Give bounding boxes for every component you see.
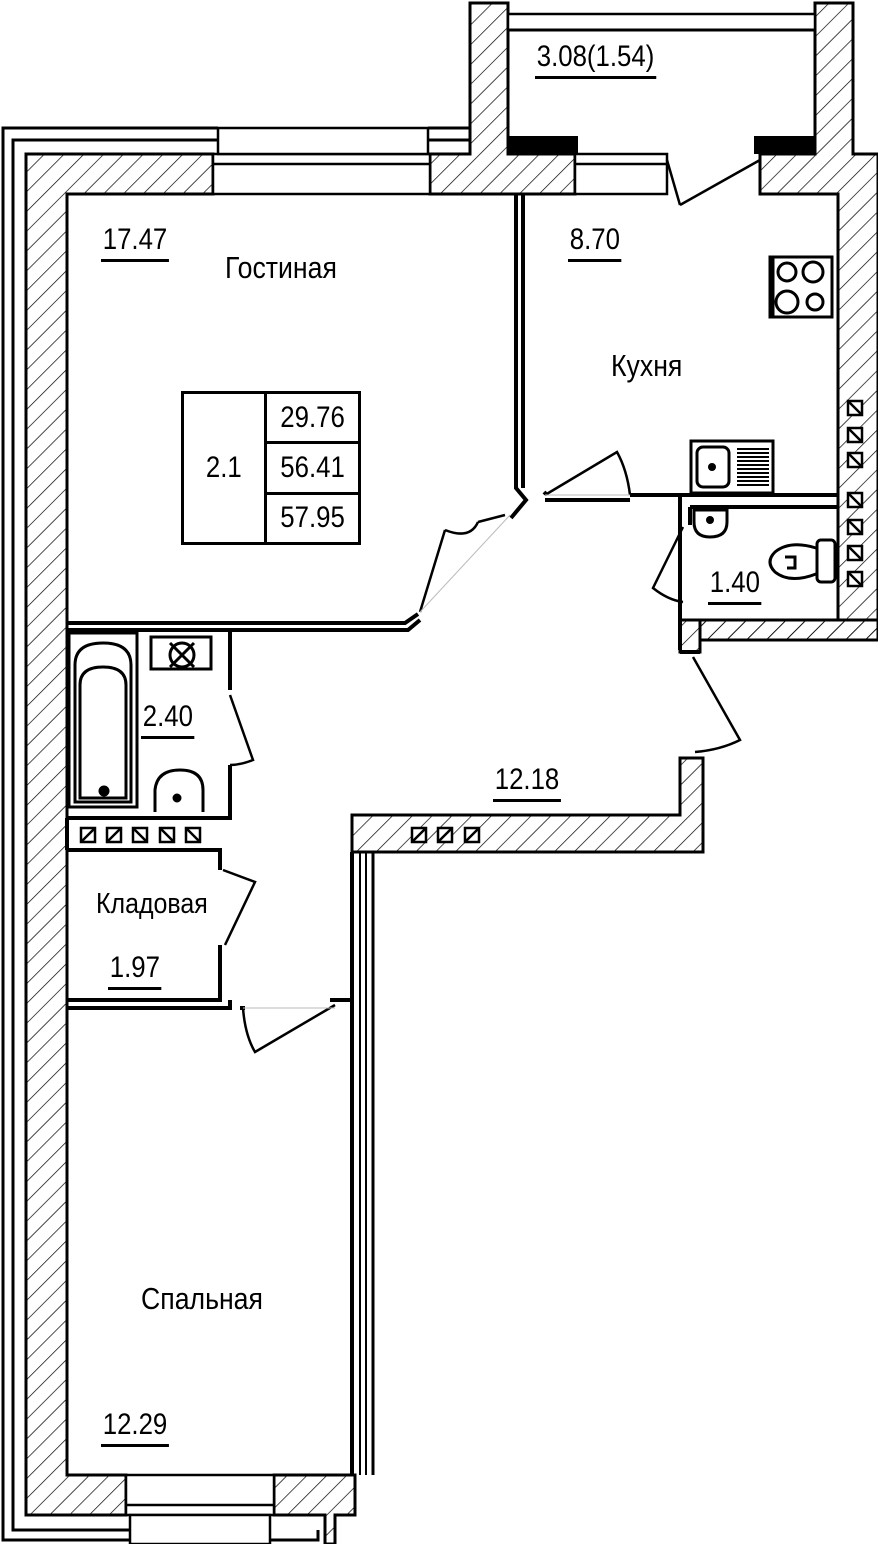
total-area-value: 56.41 — [280, 450, 345, 484]
bath-sink-icon — [153, 768, 205, 812]
total-area-balcony-value: 57.95 — [280, 501, 345, 535]
toilet-icon — [768, 538, 837, 584]
balcony — [508, 28, 815, 207]
washbasin-icon — [692, 508, 729, 539]
living-room-area: 17.47 — [101, 225, 170, 262]
windows — [124, 12, 817, 1544]
total-area-balcony-cell: 57.95 — [267, 491, 358, 542]
bathroom-area: 2.40 — [141, 702, 195, 739]
kitchen-sink-icon — [689, 439, 775, 495]
partitions — [65, 194, 838, 1475]
bedroom-name: Спальная — [141, 1281, 263, 1316]
door-kitchen — [544, 450, 632, 497]
doors — [222, 450, 742, 1054]
stove-icon — [768, 255, 834, 319]
living-area-cell: 29.76 — [267, 394, 358, 441]
door-bedroom — [241, 1003, 336, 1054]
bedroom-window — [124, 1473, 276, 1517]
kitchen-window — [573, 152, 669, 196]
kitchen-name: Кухня — [611, 348, 683, 383]
boiler-icon — [149, 635, 213, 671]
ventilation-shaft-icon — [79, 399, 864, 844]
door-bathroom — [228, 694, 255, 767]
kitchen-vents — [846, 399, 864, 588]
total-area-cell: 56.41 — [267, 441, 358, 491]
bathtub-icon — [67, 631, 139, 809]
toilet-area: 1.40 — [708, 568, 762, 605]
living-room-name: Гостиная — [225, 250, 337, 285]
load-bearing-walls — [24, 1, 878, 1544]
balcony-glazing — [506, 12, 817, 32]
apartment-number-cell: 2.1 — [184, 394, 267, 542]
bath-vents — [79, 826, 202, 844]
kitchen-area: 8.70 — [568, 225, 622, 262]
door-living — [418, 513, 506, 613]
apartment-number: 2.1 — [206, 451, 242, 484]
hallway-area: 12.18 — [493, 765, 562, 802]
bedroom-area: 12.29 — [101, 1410, 170, 1447]
storage-area: 1.97 — [108, 953, 162, 990]
storage-name: Кладовая — [96, 888, 208, 920]
door-entrance — [691, 656, 742, 754]
door-storage — [222, 868, 257, 946]
door-toilet — [651, 526, 685, 604]
apartment-summary-table: 2.1 29.76 56.41 57.95 — [181, 391, 361, 545]
living-window — [211, 152, 432, 196]
corridor-vents — [410, 826, 481, 844]
balcony-area: 3.08(1.54) — [535, 42, 657, 79]
living-area-value: 29.76 — [280, 400, 345, 434]
facade-lines — [1, 126, 470, 1542]
